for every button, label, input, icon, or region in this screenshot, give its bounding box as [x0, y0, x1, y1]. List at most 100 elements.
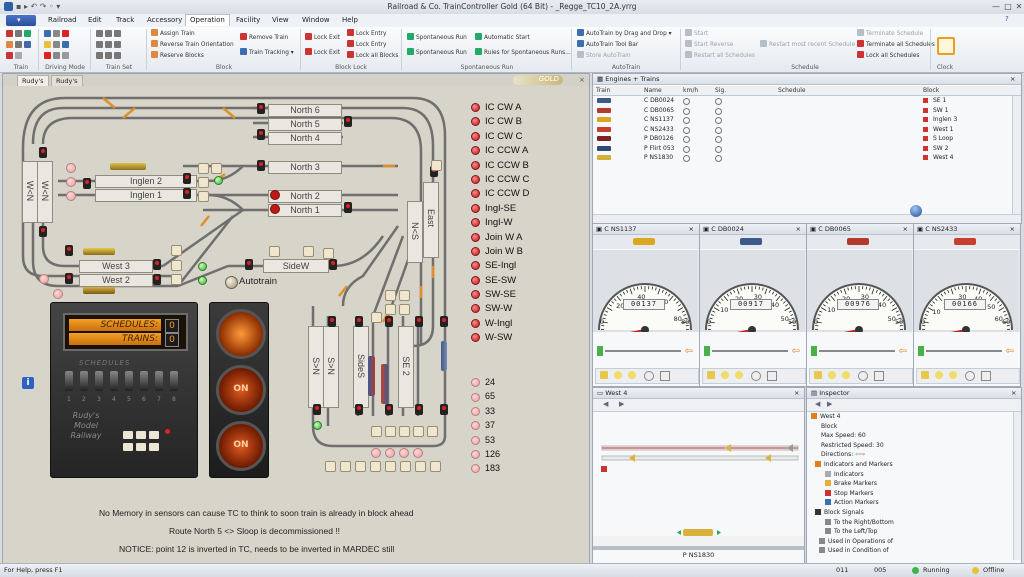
train-set-icons-2[interactable]: [96, 41, 123, 49]
signal[interactable]: [440, 316, 448, 327]
slider-thumb[interactable]: [918, 346, 924, 356]
inspector-line[interactable]: Max Speed: 60: [821, 432, 866, 439]
inspector-close-icon[interactable]: ×: [1011, 388, 1016, 398]
route-item[interactable]: IC CW C: [471, 131, 581, 145]
signal[interactable]: [415, 404, 423, 415]
sensor[interactable]: [323, 248, 334, 259]
reserve-blocks-button[interactable]: Reserve Blocks: [151, 51, 204, 59]
inspector-line[interactable]: Indicators and Markers: [815, 461, 893, 468]
menu-accessory[interactable]: Accessory: [143, 15, 186, 26]
engines-close-icon[interactable]: ×: [1010, 74, 1015, 84]
block-ns-east[interactable]: N<S: [407, 201, 423, 263]
sensor[interactable]: [413, 448, 423, 458]
restart-recent-schedule-button[interactable]: Restart most recent Schedule: [760, 40, 855, 48]
route-item[interactable]: IC CCW D: [471, 188, 581, 202]
sensor[interactable]: [355, 461, 366, 472]
col-train[interactable]: Train: [596, 87, 610, 94]
tab-rudys-2[interactable]: Rudy's: [51, 75, 83, 86]
block-wn-1[interactable]: W<N: [22, 161, 38, 223]
gauge-icon[interactable]: [751, 371, 761, 381]
col-schedule[interactable]: Schedule: [778, 87, 806, 94]
train-tool-icons-2[interactable]: [6, 41, 33, 49]
signal[interactable]: [355, 404, 363, 415]
block-sn-2[interactable]: S>N: [323, 326, 339, 408]
driving-mode-icons-3[interactable]: [44, 52, 71, 60]
slider-thumb[interactable]: [597, 346, 603, 356]
signal[interactable]: [385, 404, 393, 415]
sensor[interactable]: [371, 312, 382, 323]
sensor[interactable]: [371, 448, 381, 458]
autotrain-drag-drop-button[interactable]: AutoTrain by Drag and Drop ▾: [577, 29, 672, 37]
sensor[interactable]: [385, 426, 396, 437]
route-item[interactable]: Ingl-SE: [471, 203, 581, 217]
inspector-line[interactable]: Action Markers: [825, 499, 879, 506]
sensor[interactable]: [198, 177, 209, 188]
engines-hscrollbar[interactable]: [593, 214, 1021, 223]
col-sig[interactable]: Sig.: [715, 87, 726, 94]
terminate-schedule-button[interactable]: Terminate Schedule: [857, 29, 923, 37]
inspector-line[interactable]: Block: [821, 423, 837, 430]
signal[interactable]: [440, 404, 448, 415]
sensor[interactable]: [325, 461, 336, 472]
signal[interactable]: [183, 188, 191, 199]
tab-rudys-1[interactable]: Rudy's: [17, 75, 49, 86]
inspector-line[interactable]: Stop Markers: [825, 490, 873, 497]
sensor[interactable]: [399, 448, 409, 458]
speed-slider[interactable]: [704, 346, 792, 356]
block-west-2[interactable]: West 2: [79, 274, 153, 287]
gauge-icon[interactable]: [965, 371, 975, 381]
checkbox-icon[interactable]: [874, 371, 884, 381]
block-sn-1[interactable]: S>N: [308, 326, 324, 408]
sensor[interactable]: [53, 289, 63, 299]
signal[interactable]: [344, 116, 352, 127]
counter-item[interactable]: 37: [471, 420, 531, 434]
col-name[interactable]: Name: [644, 87, 662, 94]
block-north-6[interactable]: North 6: [268, 104, 342, 117]
function-icon[interactable]: [828, 371, 836, 379]
menu-window[interactable]: Window: [298, 15, 334, 26]
sensor[interactable]: [399, 290, 410, 301]
signal[interactable]: [415, 316, 423, 327]
light-function-icon[interactable]: [921, 371, 929, 379]
keypad[interactable]: [123, 431, 171, 455]
checkbox-icon[interactable]: [981, 371, 991, 381]
lock-all-blocks-button[interactable]: Lock all Blocks: [347, 51, 398, 59]
block-inglen-1[interactable]: Inglen 1: [95, 189, 197, 202]
route-item[interactable]: Join W B: [471, 246, 581, 260]
signal[interactable]: [245, 259, 253, 270]
block-north-3[interactable]: North 3: [268, 161, 342, 174]
inspector-line[interactable]: West 4: [811, 413, 840, 420]
on-button-1[interactable]: ON: [216, 365, 266, 415]
inspector-line[interactable]: Brake Markers: [825, 480, 877, 487]
direction-arrow-icon[interactable]: ⇦: [792, 346, 800, 357]
driving-mode-icons[interactable]: [44, 30, 71, 38]
block-window-close-icon[interactable]: ×: [794, 388, 799, 398]
autotrain-toolbar-button[interactable]: AutoTrain Tool Bar: [577, 40, 638, 48]
block-north-5[interactable]: North 5: [268, 118, 342, 131]
direction-arrow-icon[interactable]: ⇦: [1006, 346, 1014, 357]
inspector-forward-icon[interactable]: ▶: [827, 400, 832, 408]
signal[interactable]: [153, 259, 161, 270]
nav-forward-icon[interactable]: ▶: [619, 400, 624, 408]
inspector-back-icon[interactable]: ◀: [815, 400, 820, 408]
function-icon[interactable]: [842, 371, 850, 379]
spontaneous-run-button-1[interactable]: Spontaneous Run: [407, 33, 467, 41]
train-tool-icons[interactable]: [6, 30, 33, 38]
train-on-s-1[interactable]: [368, 356, 375, 396]
menu-facility[interactable]: Facility: [232, 15, 264, 26]
checkbox-icon[interactable]: [767, 371, 777, 381]
sensor[interactable]: [171, 260, 182, 271]
train-set-icons-3[interactable]: [96, 52, 123, 60]
sensor[interactable]: [371, 426, 382, 437]
block-west-3[interactable]: West 3: [79, 260, 153, 273]
menu-help[interactable]: Help: [338, 15, 362, 26]
route-item[interactable]: IC CW A: [471, 102, 581, 116]
menu-operation[interactable]: Operation: [185, 14, 230, 26]
slider-thumb[interactable]: [704, 346, 710, 356]
sensor[interactable]: [66, 177, 76, 187]
signal[interactable]: [313, 404, 321, 415]
blocked-marker[interactable]: [270, 190, 280, 200]
route-item[interactable]: SW-W: [471, 303, 581, 317]
